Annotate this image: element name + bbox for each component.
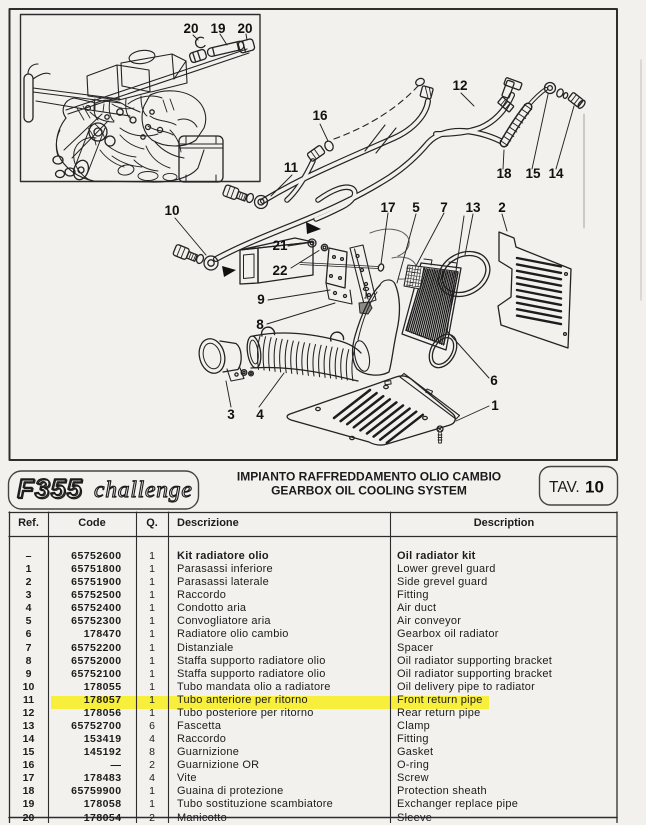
svg-text:21: 21 <box>272 238 288 253</box>
svg-text:12: 12 <box>452 78 467 93</box>
svg-text:challenge: challenge <box>94 477 193 503</box>
svg-text:10: 10 <box>164 203 179 218</box>
svg-text:11: 11 <box>284 160 299 175</box>
svg-text:IMPIANTO RAFFREDDAMENTO OLIO C: IMPIANTO RAFFREDDAMENTO OLIO CAMBIO <box>237 470 501 484</box>
svg-text:F355: F355 <box>17 474 83 504</box>
svg-text:F355: F355 <box>18 475 84 505</box>
svg-text:GEARBOX OIL COOLING SYSTEM: GEARBOX OIL COOLING SYSTEM <box>271 484 467 498</box>
svg-text:9: 9 <box>257 292 265 307</box>
svg-text:2: 2 <box>498 200 506 215</box>
svg-text:13: 13 <box>465 200 481 215</box>
svg-text:15: 15 <box>525 166 541 181</box>
svg-text:19: 19 <box>210 21 225 36</box>
svg-text:18: 18 <box>496 166 512 181</box>
svg-text:7: 7 <box>440 200 448 215</box>
svg-text:22: 22 <box>272 263 287 278</box>
svg-text:4: 4 <box>256 407 264 422</box>
svg-text:10: 10 <box>585 478 604 497</box>
svg-text:5: 5 <box>412 200 420 215</box>
svg-text:14: 14 <box>548 166 564 181</box>
svg-text:20: 20 <box>237 21 252 36</box>
svg-text:6: 6 <box>490 373 498 388</box>
svg-text:20: 20 <box>183 21 198 36</box>
svg-text:8: 8 <box>256 317 264 332</box>
svg-text:1: 1 <box>491 398 499 413</box>
svg-text:17: 17 <box>380 200 395 215</box>
svg-text:3: 3 <box>227 407 235 422</box>
svg-text:16: 16 <box>312 108 328 123</box>
svg-text:TAV.: TAV. <box>549 479 580 496</box>
